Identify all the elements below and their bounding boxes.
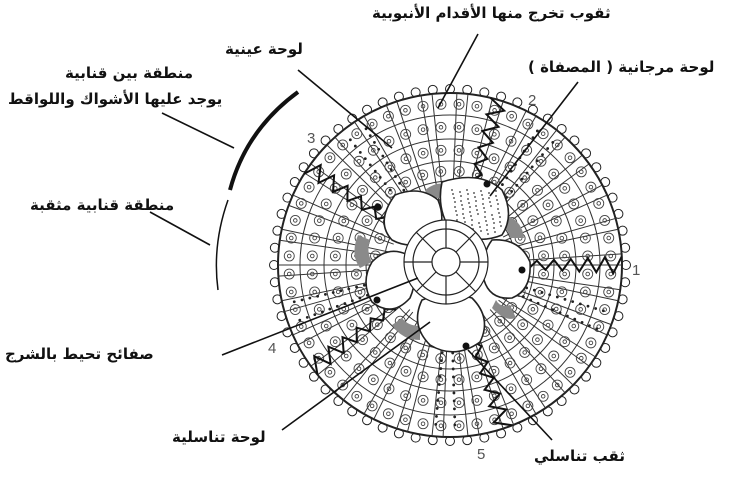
leader-interambulacral xyxy=(162,113,234,148)
zone-number-3: 3 xyxy=(307,130,315,147)
zone-number-2: 2 xyxy=(528,92,536,109)
label-ocular-plate: لوحة عينية xyxy=(225,40,303,58)
label-genital-plate: لوحة تناسلية xyxy=(172,428,266,446)
label-interambulacral-1: منطقة بين قنابية xyxy=(65,64,193,82)
label-ambulacral-zone: منطقة قنابية مثقبة xyxy=(30,196,174,214)
label-periproct-plates: صفائح تحيط بالشرج xyxy=(5,345,154,363)
zone-number-4: 4 xyxy=(268,340,276,357)
periproct xyxy=(404,220,488,304)
label-genital-pore: ثقب تناسلي xyxy=(534,447,625,465)
ambulacral-bracket xyxy=(216,200,228,290)
leader-ambulacral xyxy=(150,212,210,245)
zone-number-1: 1 xyxy=(632,262,640,279)
interambulacral-bracket xyxy=(230,92,298,190)
zone-number-5: 5 xyxy=(477,446,485,463)
label-interambulacral-2: يوجد عليها الأشواك واللواقط xyxy=(8,90,222,108)
label-tube-feet-pores: ثقوب تخرج منها الأقدام الأنبوبية xyxy=(372,4,611,22)
label-madreporite: لوحة مرجانية ( المصفاة ) xyxy=(528,58,714,76)
